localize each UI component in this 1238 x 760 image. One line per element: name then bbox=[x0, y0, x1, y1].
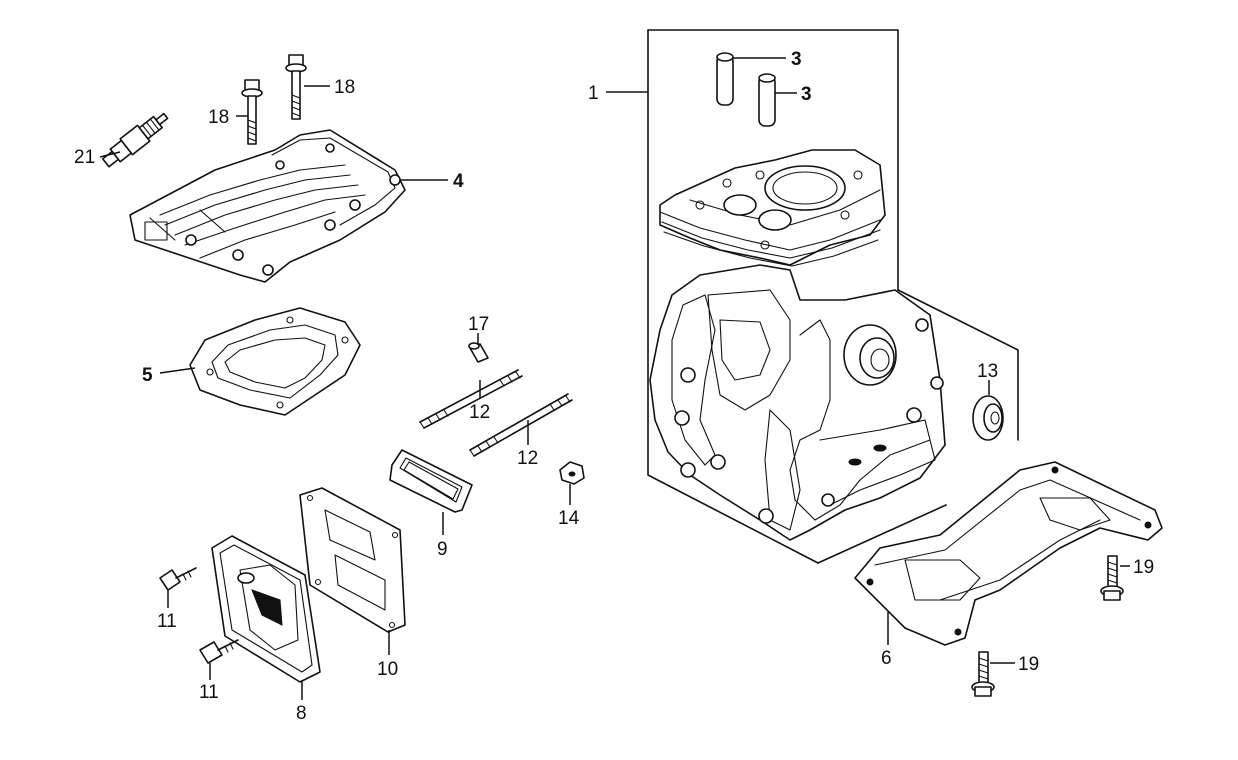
leader-lines bbox=[99, 57, 1130, 700]
callout-19b: 19 bbox=[1018, 654, 1039, 675]
callout-4: 4 bbox=[453, 171, 464, 192]
callout-21: 21 bbox=[74, 147, 95, 168]
side-cover-8 bbox=[211, 535, 321, 683]
callout-5: 5 bbox=[142, 365, 153, 386]
cylinder-head bbox=[129, 129, 406, 283]
callout-17: 17 bbox=[468, 314, 489, 335]
callout-12a: 12 bbox=[469, 402, 490, 423]
stud-bolt-1 bbox=[419, 369, 523, 429]
head-bolt-1 bbox=[241, 79, 263, 145]
callout-19a: 19 bbox=[1133, 557, 1154, 578]
callout-12b: 12 bbox=[517, 448, 538, 469]
callout-3b: 3 bbox=[801, 84, 812, 105]
callout-11b: 11 bbox=[199, 682, 219, 703]
nut-14 bbox=[559, 461, 585, 485]
callout-18b: 18 bbox=[208, 107, 229, 128]
head-bolt-2 bbox=[285, 54, 307, 120]
cylinder-block bbox=[649, 149, 946, 541]
callout-3a: 3 bbox=[791, 49, 802, 70]
spark-plug bbox=[101, 112, 169, 168]
dowel-pin-2 bbox=[758, 73, 776, 127]
dowel-pin-1 bbox=[716, 52, 734, 106]
gasket-9 bbox=[389, 449, 473, 513]
callout-10: 10 bbox=[377, 659, 398, 680]
head-gasket bbox=[189, 307, 361, 416]
callout-14: 14 bbox=[558, 508, 580, 529]
oil-seal bbox=[972, 395, 1004, 441]
stud-bolt-2 bbox=[469, 393, 573, 457]
flange-bolt-2 bbox=[971, 651, 995, 697]
callout-8: 8 bbox=[296, 703, 307, 724]
callout-1: 1 bbox=[588, 83, 599, 104]
flange-bolt-1 bbox=[1100, 555, 1124, 601]
callout-6: 6 bbox=[881, 648, 892, 669]
gasket-10 bbox=[299, 487, 406, 633]
cover-bolt-1 bbox=[159, 567, 197, 591]
base-plate bbox=[854, 461, 1163, 646]
callout-labels: 1 3 3 4 5 6 8 9 10 11 11 12 12 13 14 17 … bbox=[74, 49, 1154, 724]
callout-11a: 11 bbox=[157, 611, 177, 632]
cover-bolt-2 bbox=[199, 639, 239, 664]
callout-18a: 18 bbox=[334, 77, 355, 98]
cylinder-block-group-bracket bbox=[647, 29, 1019, 564]
callout-13: 13 bbox=[977, 361, 998, 382]
callout-9: 9 bbox=[437, 539, 448, 560]
dowel-17 bbox=[468, 342, 489, 363]
